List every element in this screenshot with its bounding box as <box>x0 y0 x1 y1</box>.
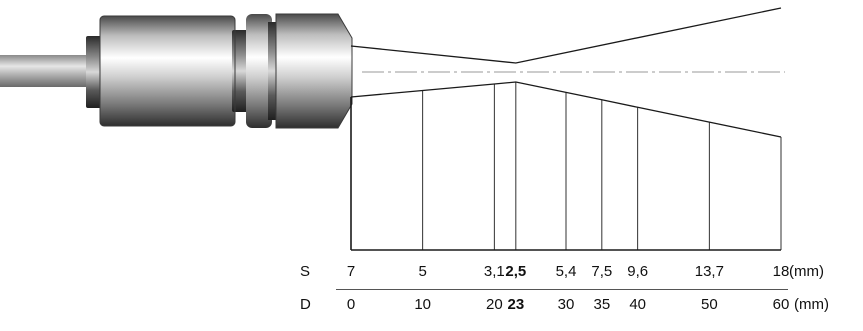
row-divider <box>336 289 788 290</box>
d-unit: (mm) <box>794 296 829 313</box>
spot-size-label: 18 <box>772 263 790 280</box>
spot-size-label: 5 <box>418 263 427 280</box>
spot-size-label: 3,1 <box>483 263 505 280</box>
beam-profile <box>350 7 785 251</box>
s-row-label: S <box>300 263 311 280</box>
distance-label: 50 <box>700 296 718 313</box>
distance-label: 0 <box>346 296 356 313</box>
s-unit: (mm) <box>789 263 824 280</box>
beam-upper-edge <box>350 7 782 64</box>
spot-size-label: 9,6 <box>627 263 649 280</box>
distance-label: 30 <box>557 296 575 313</box>
distance-label: 10 <box>414 296 431 313</box>
distance-label: 20 <box>485 296 503 313</box>
distance-label: 35 <box>593 296 611 313</box>
distance-label: 23 <box>507 296 525 313</box>
beam-lower-edge <box>350 81 782 138</box>
spot-size-label: 7 <box>346 263 356 280</box>
d-row-label: D <box>300 296 311 313</box>
spot-size-label: 7,5 <box>591 263 613 280</box>
ir-sensor-optic-head-icon <box>0 13 353 129</box>
spot-size-label: 5,4 <box>555 263 577 280</box>
distance-label: 60 <box>772 296 790 313</box>
distance-label: 40 <box>629 296 646 313</box>
spot-size-label: 13,7 <box>694 263 724 280</box>
spot-size-label: 2,5 <box>505 263 527 280</box>
